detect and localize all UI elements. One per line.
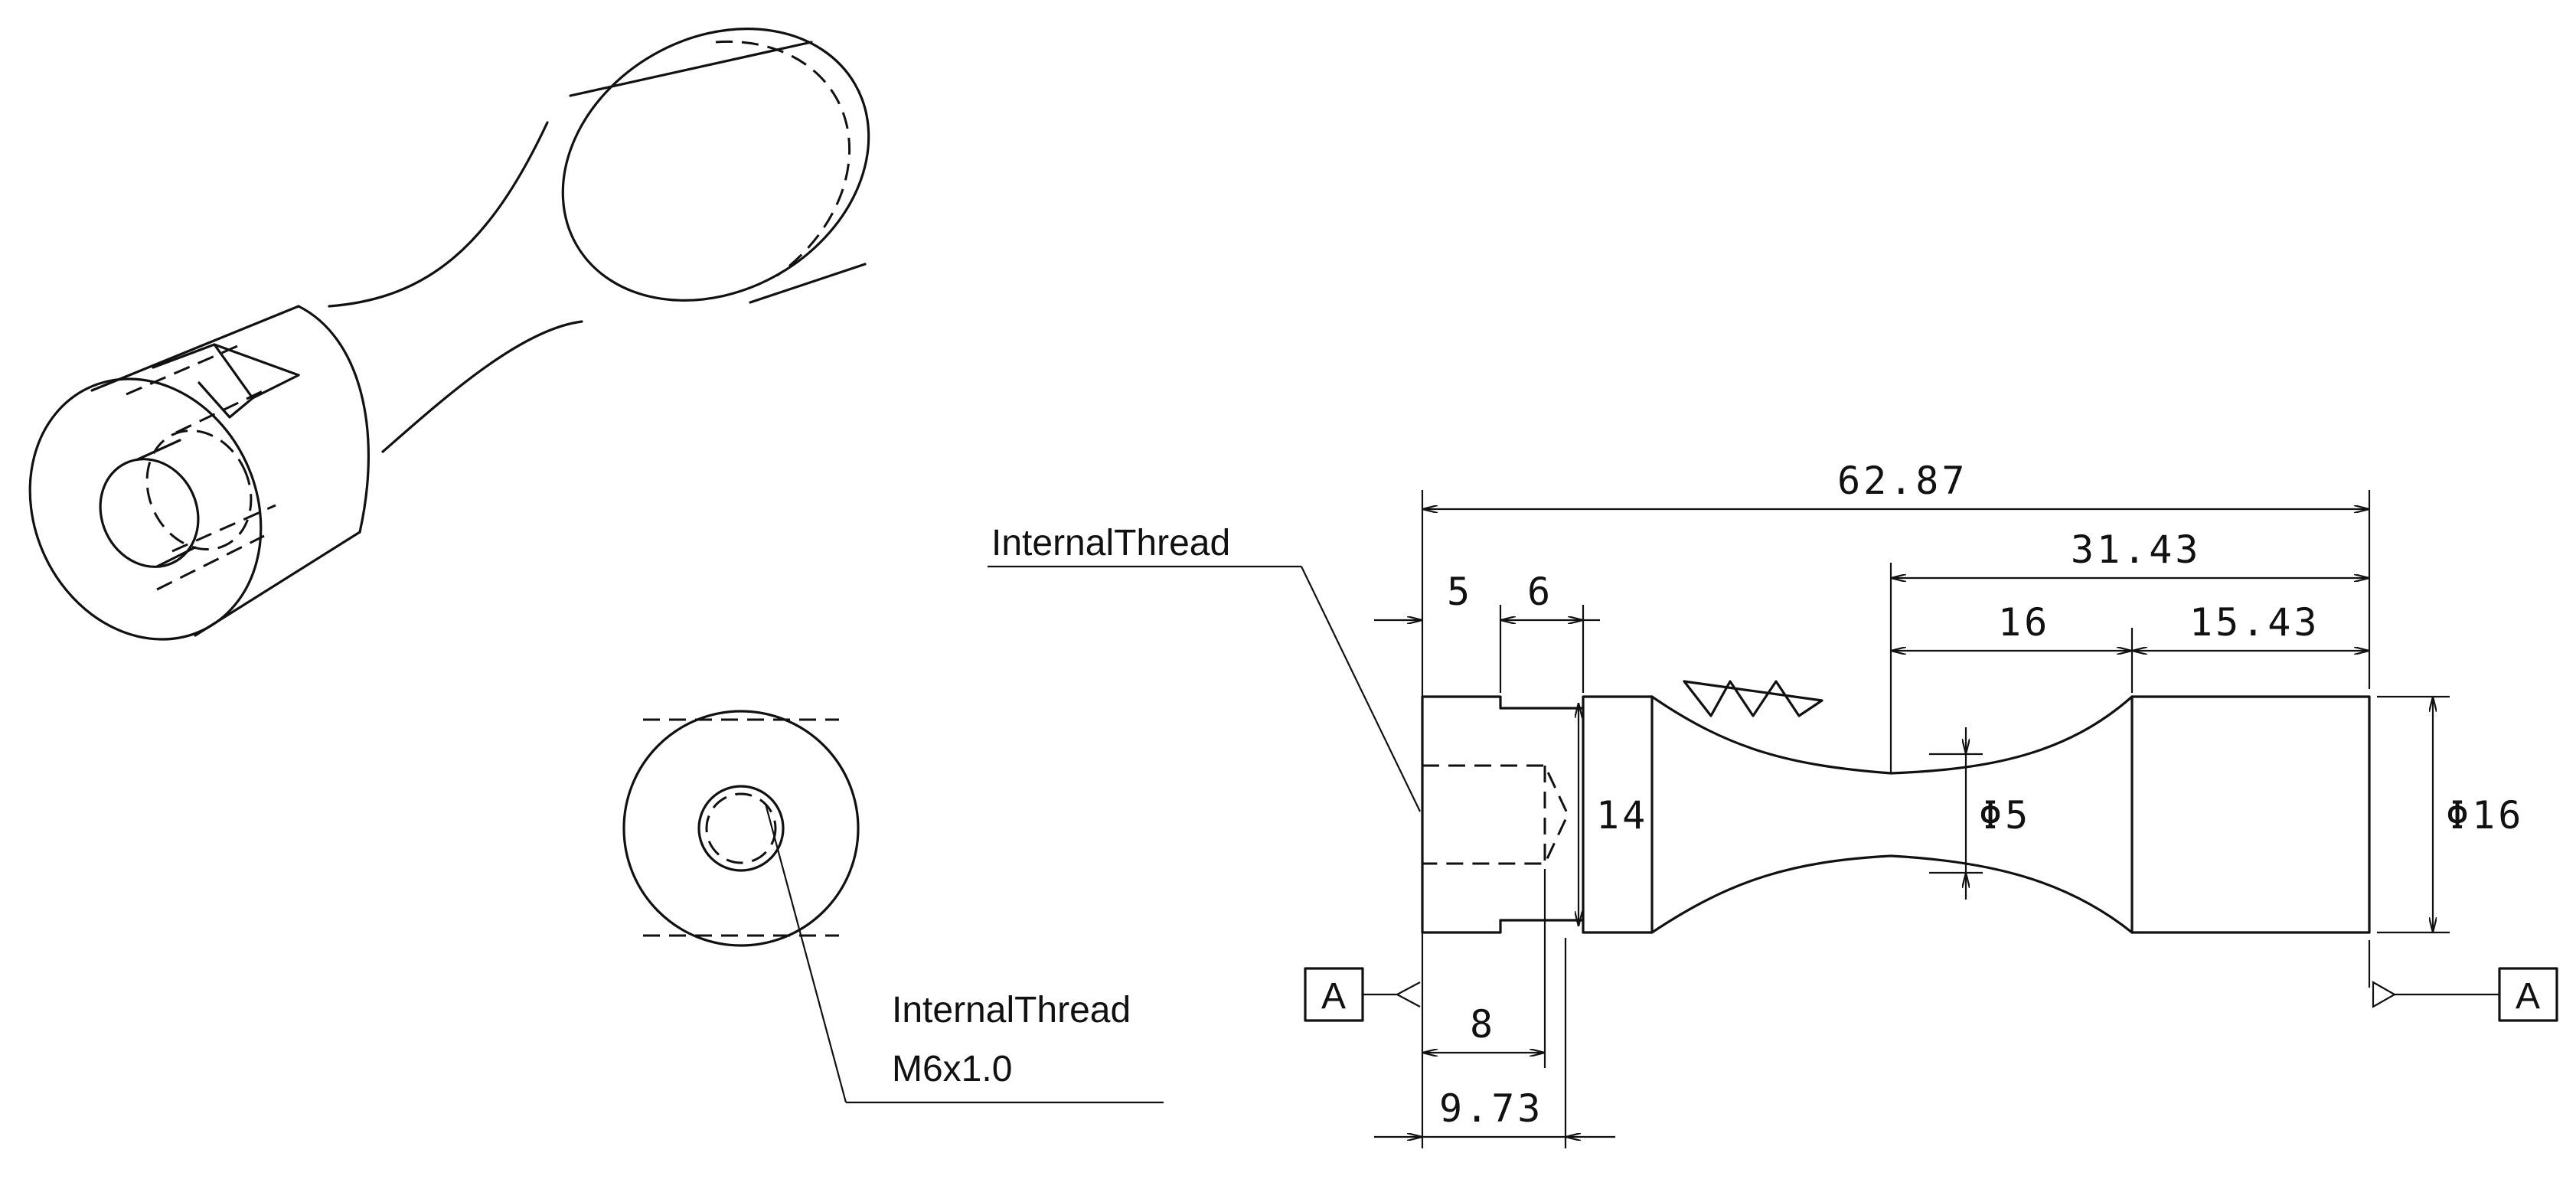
datum-left (1304, 967, 1421, 1022)
dim-grip-diameter: Φ16 (2446, 793, 2524, 838)
dim-neck-half: 16 (1998, 600, 2050, 645)
side-view (1421, 680, 2371, 934)
thread-callout-side: InternalThread (991, 523, 1230, 563)
dim-overall-length: 62.87 (1837, 459, 1968, 503)
dim-grip-length: 15.43 (2189, 600, 2320, 645)
thread-leader-side (988, 565, 1421, 812)
isometric-view (28, 28, 870, 641)
dimension-lines (1374, 509, 2433, 1137)
dim-groove: 6 (1527, 570, 1553, 614)
thread-spec: M6x1.0 (892, 1049, 1012, 1089)
dim-neck-diameter: Φ5 (1979, 793, 2031, 838)
datum-right-label: A (2516, 976, 2540, 1017)
datum-left-label: A (1321, 976, 1346, 1017)
end-view (622, 710, 1164, 1104)
datum-right (2372, 967, 2558, 1022)
dim-shoulder: 5 (1447, 570, 1473, 614)
extension-lines (1421, 490, 2450, 1148)
thread-callout-end: InternalThread (892, 990, 1131, 1030)
dim-end-height: 14 (1596, 793, 1648, 838)
dim-half-length: 31.43 (2071, 527, 2202, 572)
dim-end-section: 9.73 (1439, 1086, 1543, 1131)
dim-thread-depth: 8 (1470, 1002, 1496, 1047)
